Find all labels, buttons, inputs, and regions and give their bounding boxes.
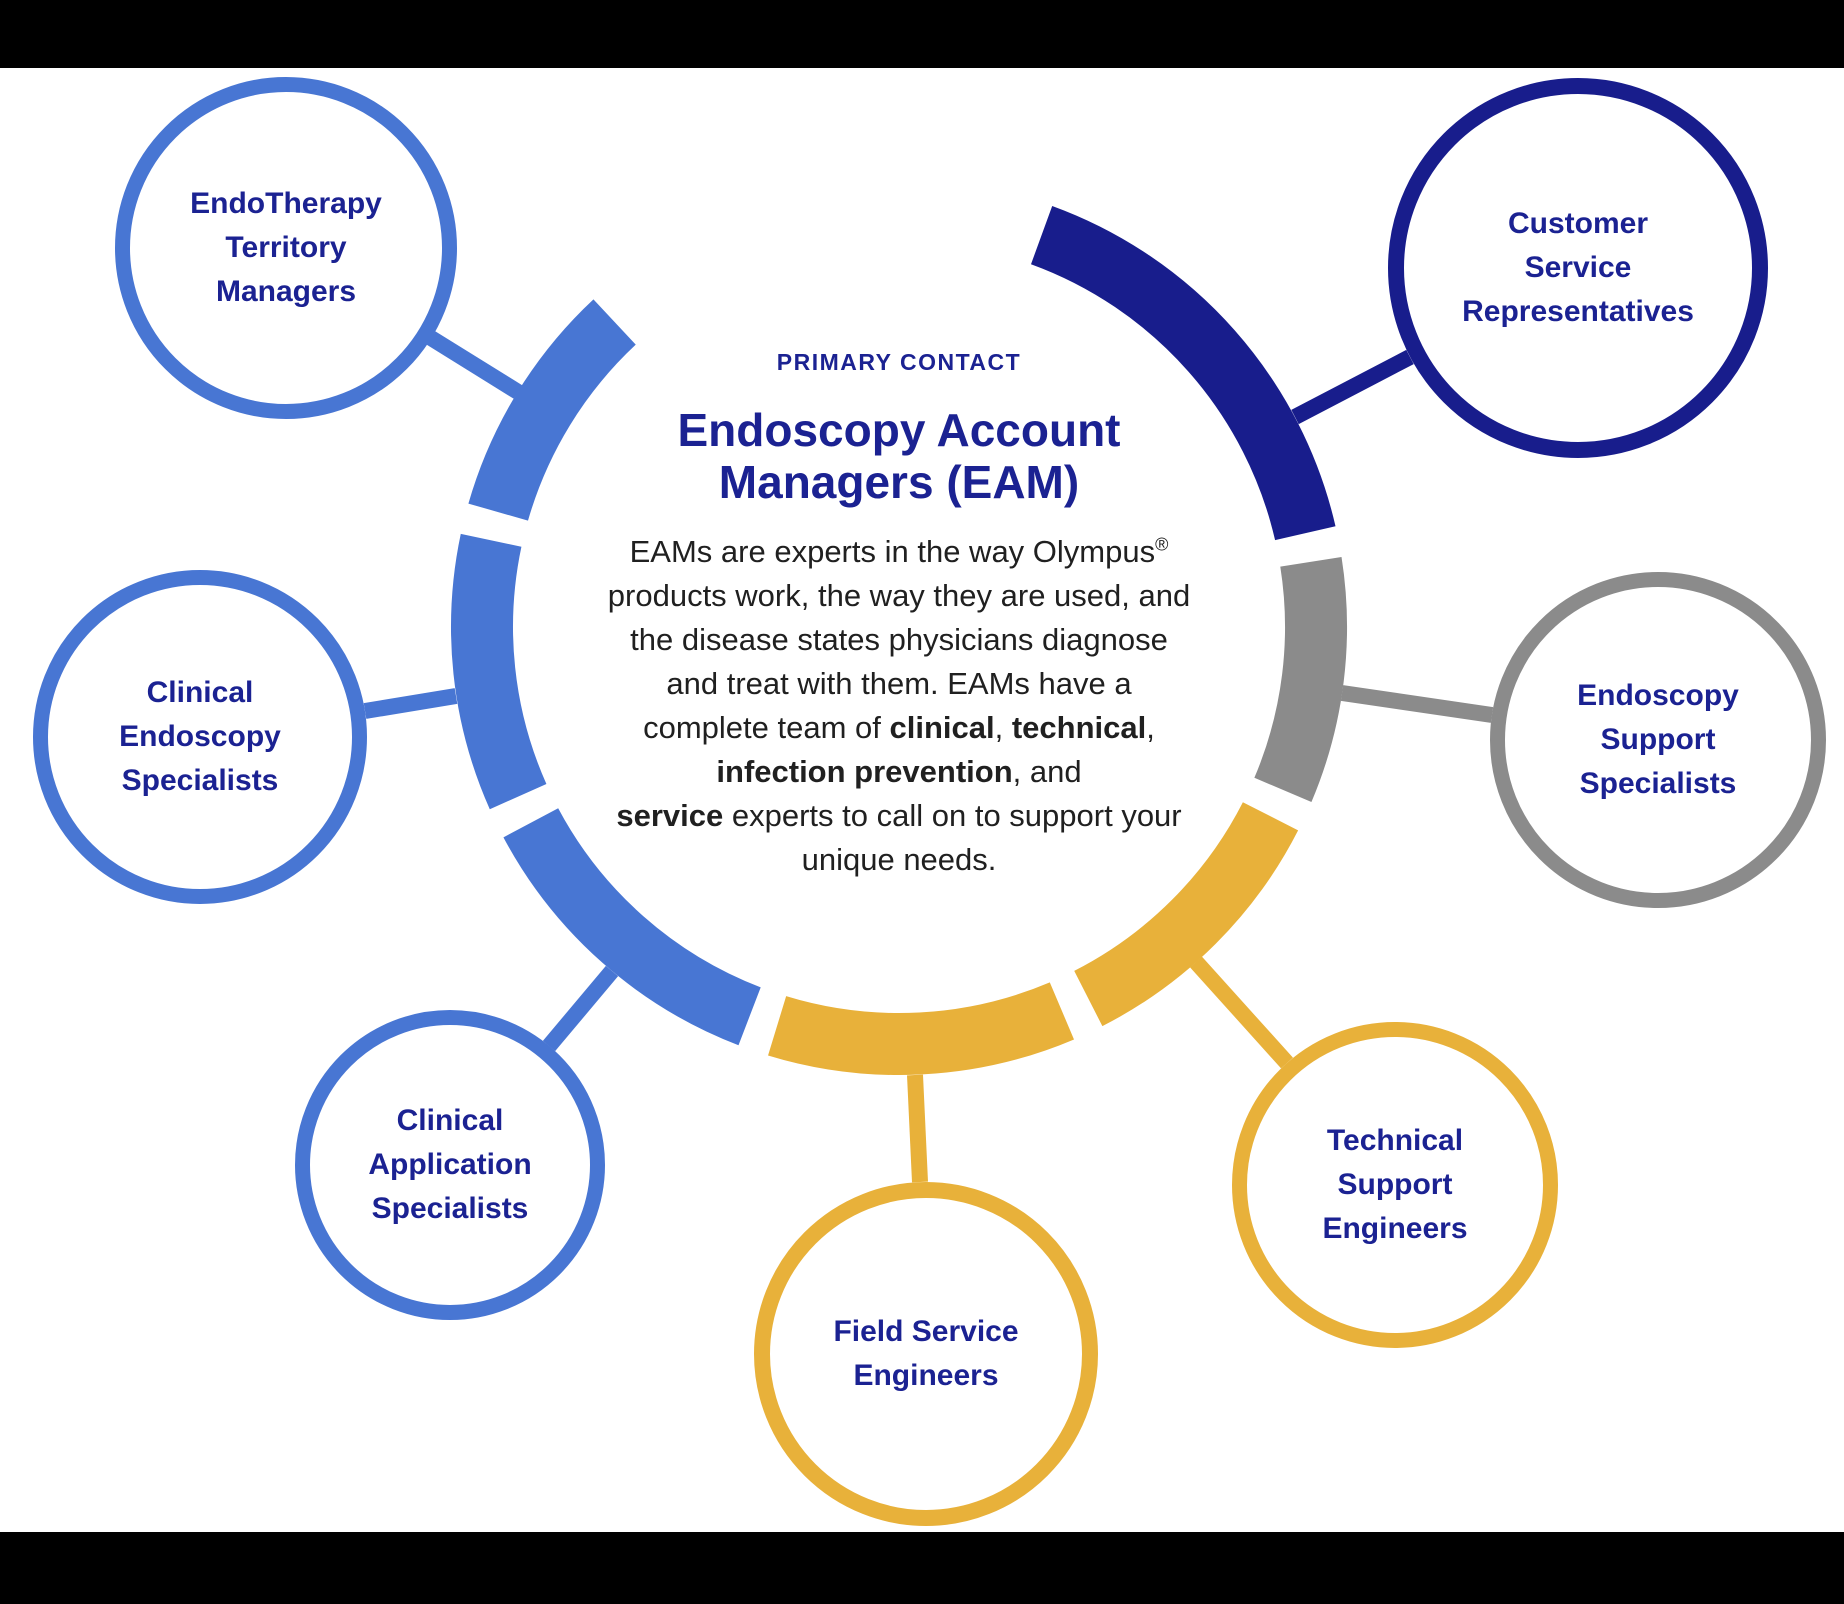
- node-label-line: Representatives: [1462, 295, 1694, 328]
- title-line-2: Managers (EAM): [718, 456, 1080, 508]
- connector-customer-service: [1291, 349, 1414, 425]
- text-run: and treat with them. EAMs have a: [666, 666, 1132, 701]
- ring-segment-endotherapy: [468, 299, 637, 521]
- ring-segment-clinical-endoscopy: [451, 533, 547, 810]
- connector-clinical-application: [542, 965, 619, 1052]
- node-label-line: Clinical: [396, 1104, 504, 1137]
- text-run: the disease states physicians diagnose: [630, 622, 1168, 657]
- description-line: products work, the way they are used, an…: [559, 574, 1239, 618]
- node-label-line: Field Service: [833, 1315, 1019, 1348]
- connector-field-service: [907, 1074, 928, 1183]
- description-line: infection prevention, and: [559, 750, 1239, 794]
- node-label-line: Endoscopy: [119, 720, 281, 753]
- text-run: EAMs are experts in the way Olympus: [629, 534, 1156, 569]
- node-label-line: Specialists: [371, 1192, 529, 1225]
- ring-segment-clinical-application: [503, 807, 762, 1046]
- node-label-line: EndoTherapy: [190, 187, 382, 220]
- letterbox-bottom: [0, 1532, 1844, 1604]
- node-label-line: Specialists: [121, 764, 279, 797]
- node-label-line: Service: [1524, 251, 1632, 284]
- node-label-line: Territory: [225, 231, 347, 264]
- bold-term: technical: [1011, 710, 1147, 745]
- text-run: , and: [1012, 754, 1082, 789]
- connector-technical-support: [1190, 956, 1293, 1069]
- eyebrow-label: PRIMARY CONTACT: [776, 349, 1022, 375]
- connector-endoscopy-support: [1340, 685, 1494, 723]
- page-title: Endoscopy Account Managers (EAM): [559, 404, 1239, 508]
- description-line: service experts to call on to support yo…: [559, 794, 1239, 838]
- description-line: the disease states physicians diagnose: [559, 618, 1239, 662]
- node-label-line: Engineers: [853, 1359, 999, 1392]
- registered-mark: ®: [1155, 534, 1169, 555]
- bold-term: infection prevention: [716, 754, 1013, 789]
- text-run: unique needs.: [801, 842, 997, 877]
- node-label-line: Clinical: [146, 676, 254, 709]
- description-text: EAMs are experts in the way Olympus® prod…: [559, 530, 1239, 882]
- connector-clinical-endoscopy: [363, 688, 458, 719]
- title-line-1: Endoscopy Account: [677, 404, 1121, 456]
- description-line: unique needs.: [559, 838, 1239, 882]
- ring-segment-endoscopy-support: [1254, 556, 1348, 803]
- text-run: experts to call on to support your: [723, 798, 1182, 833]
- text-run: ,: [994, 710, 1012, 745]
- node-label-line: Support: [1600, 723, 1716, 756]
- ring-segment-technical-support: [1073, 801, 1299, 1027]
- node-label-line: Application: [368, 1148, 532, 1181]
- ring-segment-field-service: [768, 982, 1074, 1075]
- text-run: ,: [1146, 710, 1155, 745]
- node-label-line: Technical: [1326, 1124, 1464, 1157]
- description-line: and treat with them. EAMs have a: [559, 662, 1239, 706]
- primary-contact-block: PRIMARY CONTACT Endoscopy Account Manage…: [559, 348, 1239, 882]
- node-label-line: Support: [1337, 1168, 1453, 1201]
- description-line: EAMs are experts in the way Olympus®: [559, 530, 1239, 574]
- node-label-line: Customer: [1507, 207, 1648, 240]
- node-label-line: Engineers: [1322, 1212, 1468, 1245]
- text-run: complete team of: [643, 710, 890, 745]
- bold-term: service: [616, 798, 724, 833]
- node-label-line: Managers: [215, 275, 357, 308]
- ring-segment-customer-service: [1030, 205, 1336, 541]
- bold-term: clinical: [889, 710, 995, 745]
- node-label-line: Specialists: [1579, 767, 1737, 800]
- text-run: products work, the way they are used, an…: [607, 578, 1191, 613]
- description-line: complete team of clinical, technical,: [559, 706, 1239, 750]
- node-label-line: Endoscopy: [1577, 679, 1739, 712]
- connector-endotherapy: [426, 331, 523, 399]
- letterbox-top: [0, 0, 1844, 68]
